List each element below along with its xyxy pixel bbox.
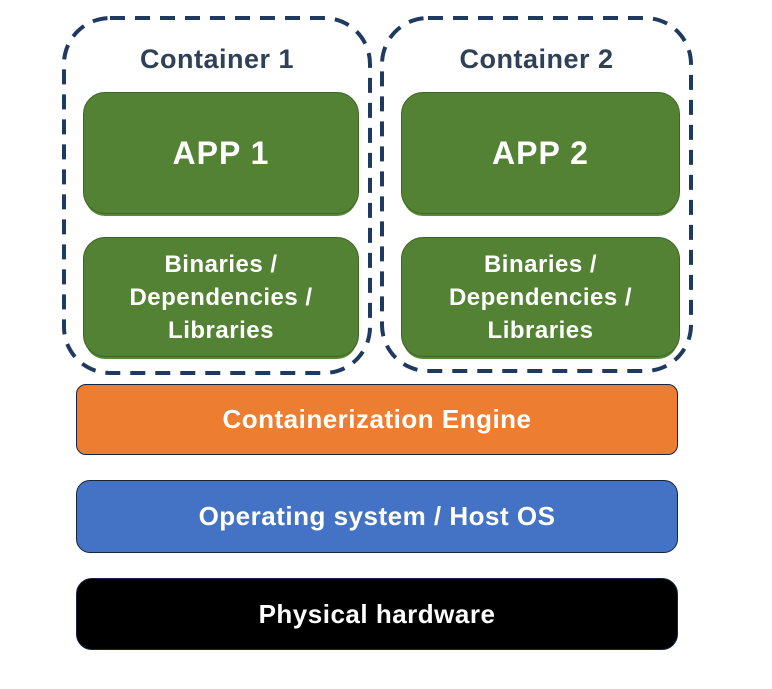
deps-2-label: Binaries / Dependencies / Libraries [449,248,632,347]
deps-2-line-2: Dependencies / [448,283,633,311]
deps-1-line-2: Dependencies / [129,283,313,311]
app-2-label: APP 2 [492,134,589,171]
deps-1-line-3: Libraries [168,316,274,344]
host-os-label: Operating system / Host OS [198,501,556,531]
deps-1-line-1: Binaries / [164,250,278,278]
containerization-engine-label: Containerization Engine [222,404,532,434]
container-1-title: Container 1 [139,44,295,74]
app-1-label: APP 1 [172,134,270,171]
physical-hardware-layer: Physical hardware [76,578,678,650]
app-2-box: APP 2 [401,92,680,214]
containerization-engine-layer: Containerization Engine [76,384,678,455]
deps-2-box: Binaries / Dependencies / Libraries [401,237,680,357]
container-2-group: Container 2 APP 2 Binaries / Dependencie… [380,16,693,373]
app-1-box: APP 1 [83,92,359,214]
deps-1-label: Binaries / Dependencies / Libraries [129,248,312,347]
deps-1-box: Binaries / Dependencies / Libraries [83,237,359,357]
container-2-title: Container 2 [459,44,614,74]
host-os-layer: Operating system / Host OS [76,480,678,553]
physical-hardware-label: Physical hardware [258,598,496,629]
container-1-group: Container 1 APP 1 Binaries / Dependencie… [62,16,372,375]
deps-2-line-1: Binaries / [483,250,598,278]
deps-2-line-3: Libraries [487,316,594,344]
